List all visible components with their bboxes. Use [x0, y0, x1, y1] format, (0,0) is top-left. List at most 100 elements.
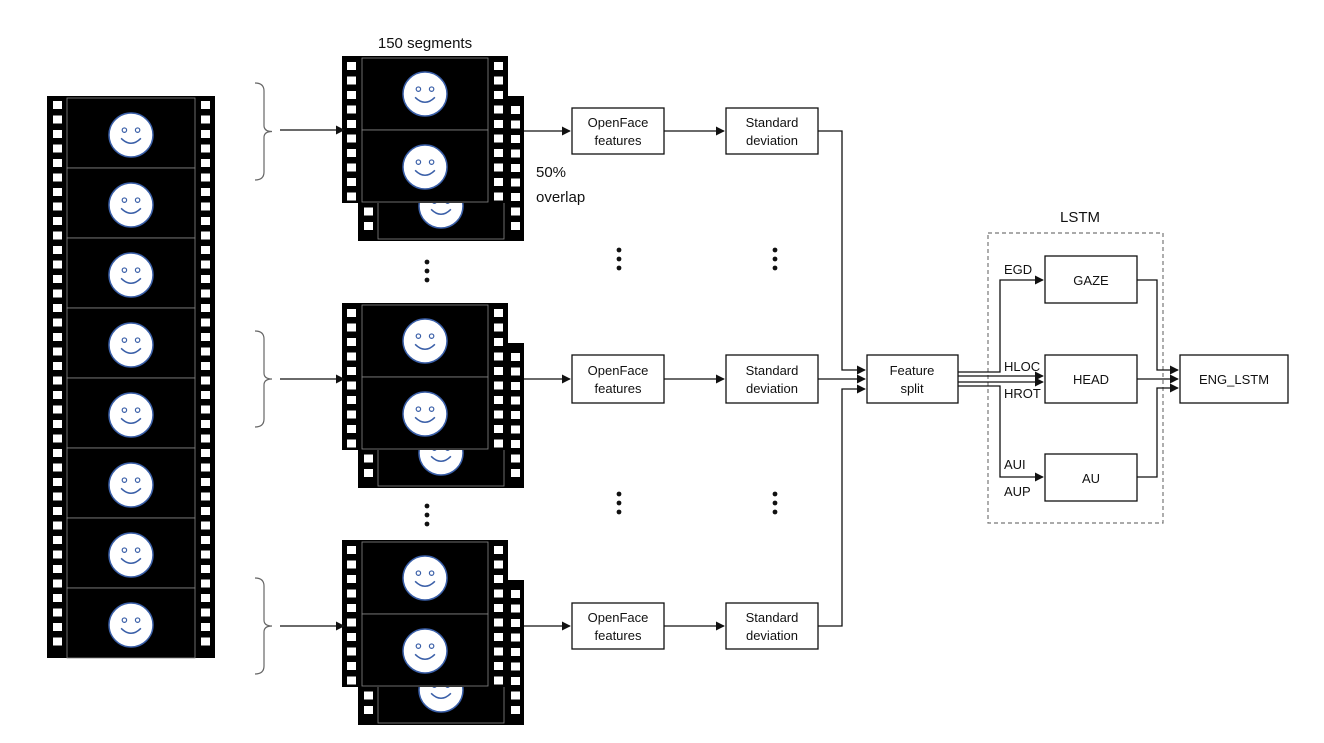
- film-perforation: [511, 633, 520, 642]
- openface-box-2: OpenFace features: [571, 354, 665, 404]
- film-perforation: [201, 217, 210, 225]
- film-perforation: [347, 439, 356, 448]
- film-perforation: [53, 594, 62, 602]
- film-perforation: [364, 691, 373, 700]
- film-perforation: [53, 507, 62, 515]
- arrow-split-gaze: [958, 275, 1044, 373]
- gaze-box: GAZE: [1044, 255, 1138, 304]
- openface-box-3-line2: features: [595, 628, 642, 643]
- film-perforation: [201, 492, 210, 501]
- film-perforation: [201, 536, 210, 544]
- smiley-face-icon: [402, 628, 448, 674]
- film-perforation: [494, 410, 503, 419]
- film-perforation: [201, 594, 210, 602]
- film-perforation: [201, 246, 210, 254]
- film-perforation: [511, 207, 520, 216]
- film-perforation: [53, 246, 62, 254]
- film-perforation: [201, 449, 210, 457]
- film-perforation: [511, 469, 520, 477]
- film-perforation: [53, 536, 62, 544]
- film-perforation: [201, 275, 210, 283]
- head-box: HEAD: [1044, 354, 1138, 404]
- long-film-strip: [47, 96, 215, 659]
- film-perforation: [347, 134, 356, 143]
- overlap-label-line1: 50%: [536, 164, 566, 181]
- smiley-face-icon: [402, 144, 448, 190]
- braces: [254, 82, 273, 675]
- film-perforation: [511, 425, 520, 434]
- film-perforation: [494, 604, 503, 612]
- film-perforation: [494, 163, 503, 172]
- smiley-face-icon: [402, 71, 448, 117]
- film-perforation: [53, 159, 62, 167]
- smiley-face-icon: [108, 602, 154, 648]
- film-perforation: [511, 454, 520, 463]
- film-perforation: [347, 618, 356, 627]
- head-label: HEAD: [1073, 372, 1109, 387]
- film-perforation: [511, 149, 520, 158]
- vertical-ellipsis-icon: [424, 259, 430, 283]
- film-perforation: [201, 521, 210, 530]
- vertical-ellipsis-icon: [616, 491, 622, 515]
- film-perforation: [53, 449, 62, 457]
- film-perforation: [201, 420, 210, 428]
- aui-label: AUI: [1004, 457, 1026, 472]
- film-perforation: [511, 590, 520, 598]
- film-perforation: [53, 289, 62, 298]
- film-perforation: [53, 130, 62, 138]
- arrow-stddev3-split: [818, 384, 866, 627]
- film-perforation: [201, 434, 210, 443]
- film-perforation: [494, 618, 503, 627]
- film-perforation: [53, 434, 62, 443]
- film-perforation: [347, 546, 356, 554]
- eng-lstm-box: ENG_LSTM: [1179, 354, 1289, 404]
- film-perforation: [347, 560, 356, 569]
- film-perforation: [53, 144, 62, 153]
- film-perforation: [53, 565, 62, 573]
- film-perforation: [201, 188, 210, 196]
- film-perforation: [201, 173, 210, 182]
- lstm-container: LSTM: [987, 209, 1164, 524]
- openface-box-1-line1: OpenFace: [588, 115, 649, 130]
- film-perforation: [201, 231, 210, 240]
- film-perforation: [347, 633, 356, 641]
- stddev-box-2: Standard deviation: [725, 354, 819, 404]
- arrow-gaze-output: [1137, 279, 1179, 375]
- film-perforation: [53, 115, 62, 124]
- feature-split-line1: Feature: [890, 363, 935, 378]
- film-perforation: [494, 676, 503, 685]
- film-perforation: [53, 101, 62, 109]
- film-perforation: [53, 318, 62, 327]
- film-perforation: [347, 309, 356, 317]
- vertical-ellipsis-icon: [772, 247, 778, 271]
- film-perforation: [511, 440, 520, 448]
- openface-box-3-line1: OpenFace: [588, 610, 649, 625]
- film-perforation: [201, 405, 210, 414]
- film-perforation: [494, 367, 503, 375]
- smiley-face-icon: [108, 322, 154, 368]
- film-perforation: [53, 217, 62, 225]
- segments-label: 150 segments: [378, 35, 472, 52]
- stddev-box-1-line2: deviation: [746, 133, 798, 148]
- film-perforation: [53, 391, 62, 399]
- brace: [254, 82, 273, 181]
- film-perforation: [494, 396, 503, 404]
- film-perforation: [511, 353, 520, 361]
- film-perforation: [511, 648, 520, 656]
- hloc-label: HLOC: [1004, 359, 1040, 374]
- openface-box-3: OpenFace features: [571, 602, 665, 650]
- film-perforation: [364, 222, 373, 230]
- film-perforation: [511, 178, 520, 187]
- stddev-box-1: Standard deviation: [725, 107, 819, 155]
- film-perforation: [201, 550, 210, 559]
- film-perforation: [511, 691, 520, 700]
- film-perforation: [511, 193, 520, 201]
- smiley-face-icon: [108, 462, 154, 508]
- hrot-label: HROT: [1004, 386, 1041, 401]
- film-perforation: [511, 164, 520, 172]
- stddev-box-2-line2: deviation: [746, 381, 798, 396]
- film-perforation: [347, 178, 356, 186]
- film-perforation: [511, 135, 520, 143]
- film-perforation: [511, 106, 520, 114]
- film-perforation: [53, 275, 62, 283]
